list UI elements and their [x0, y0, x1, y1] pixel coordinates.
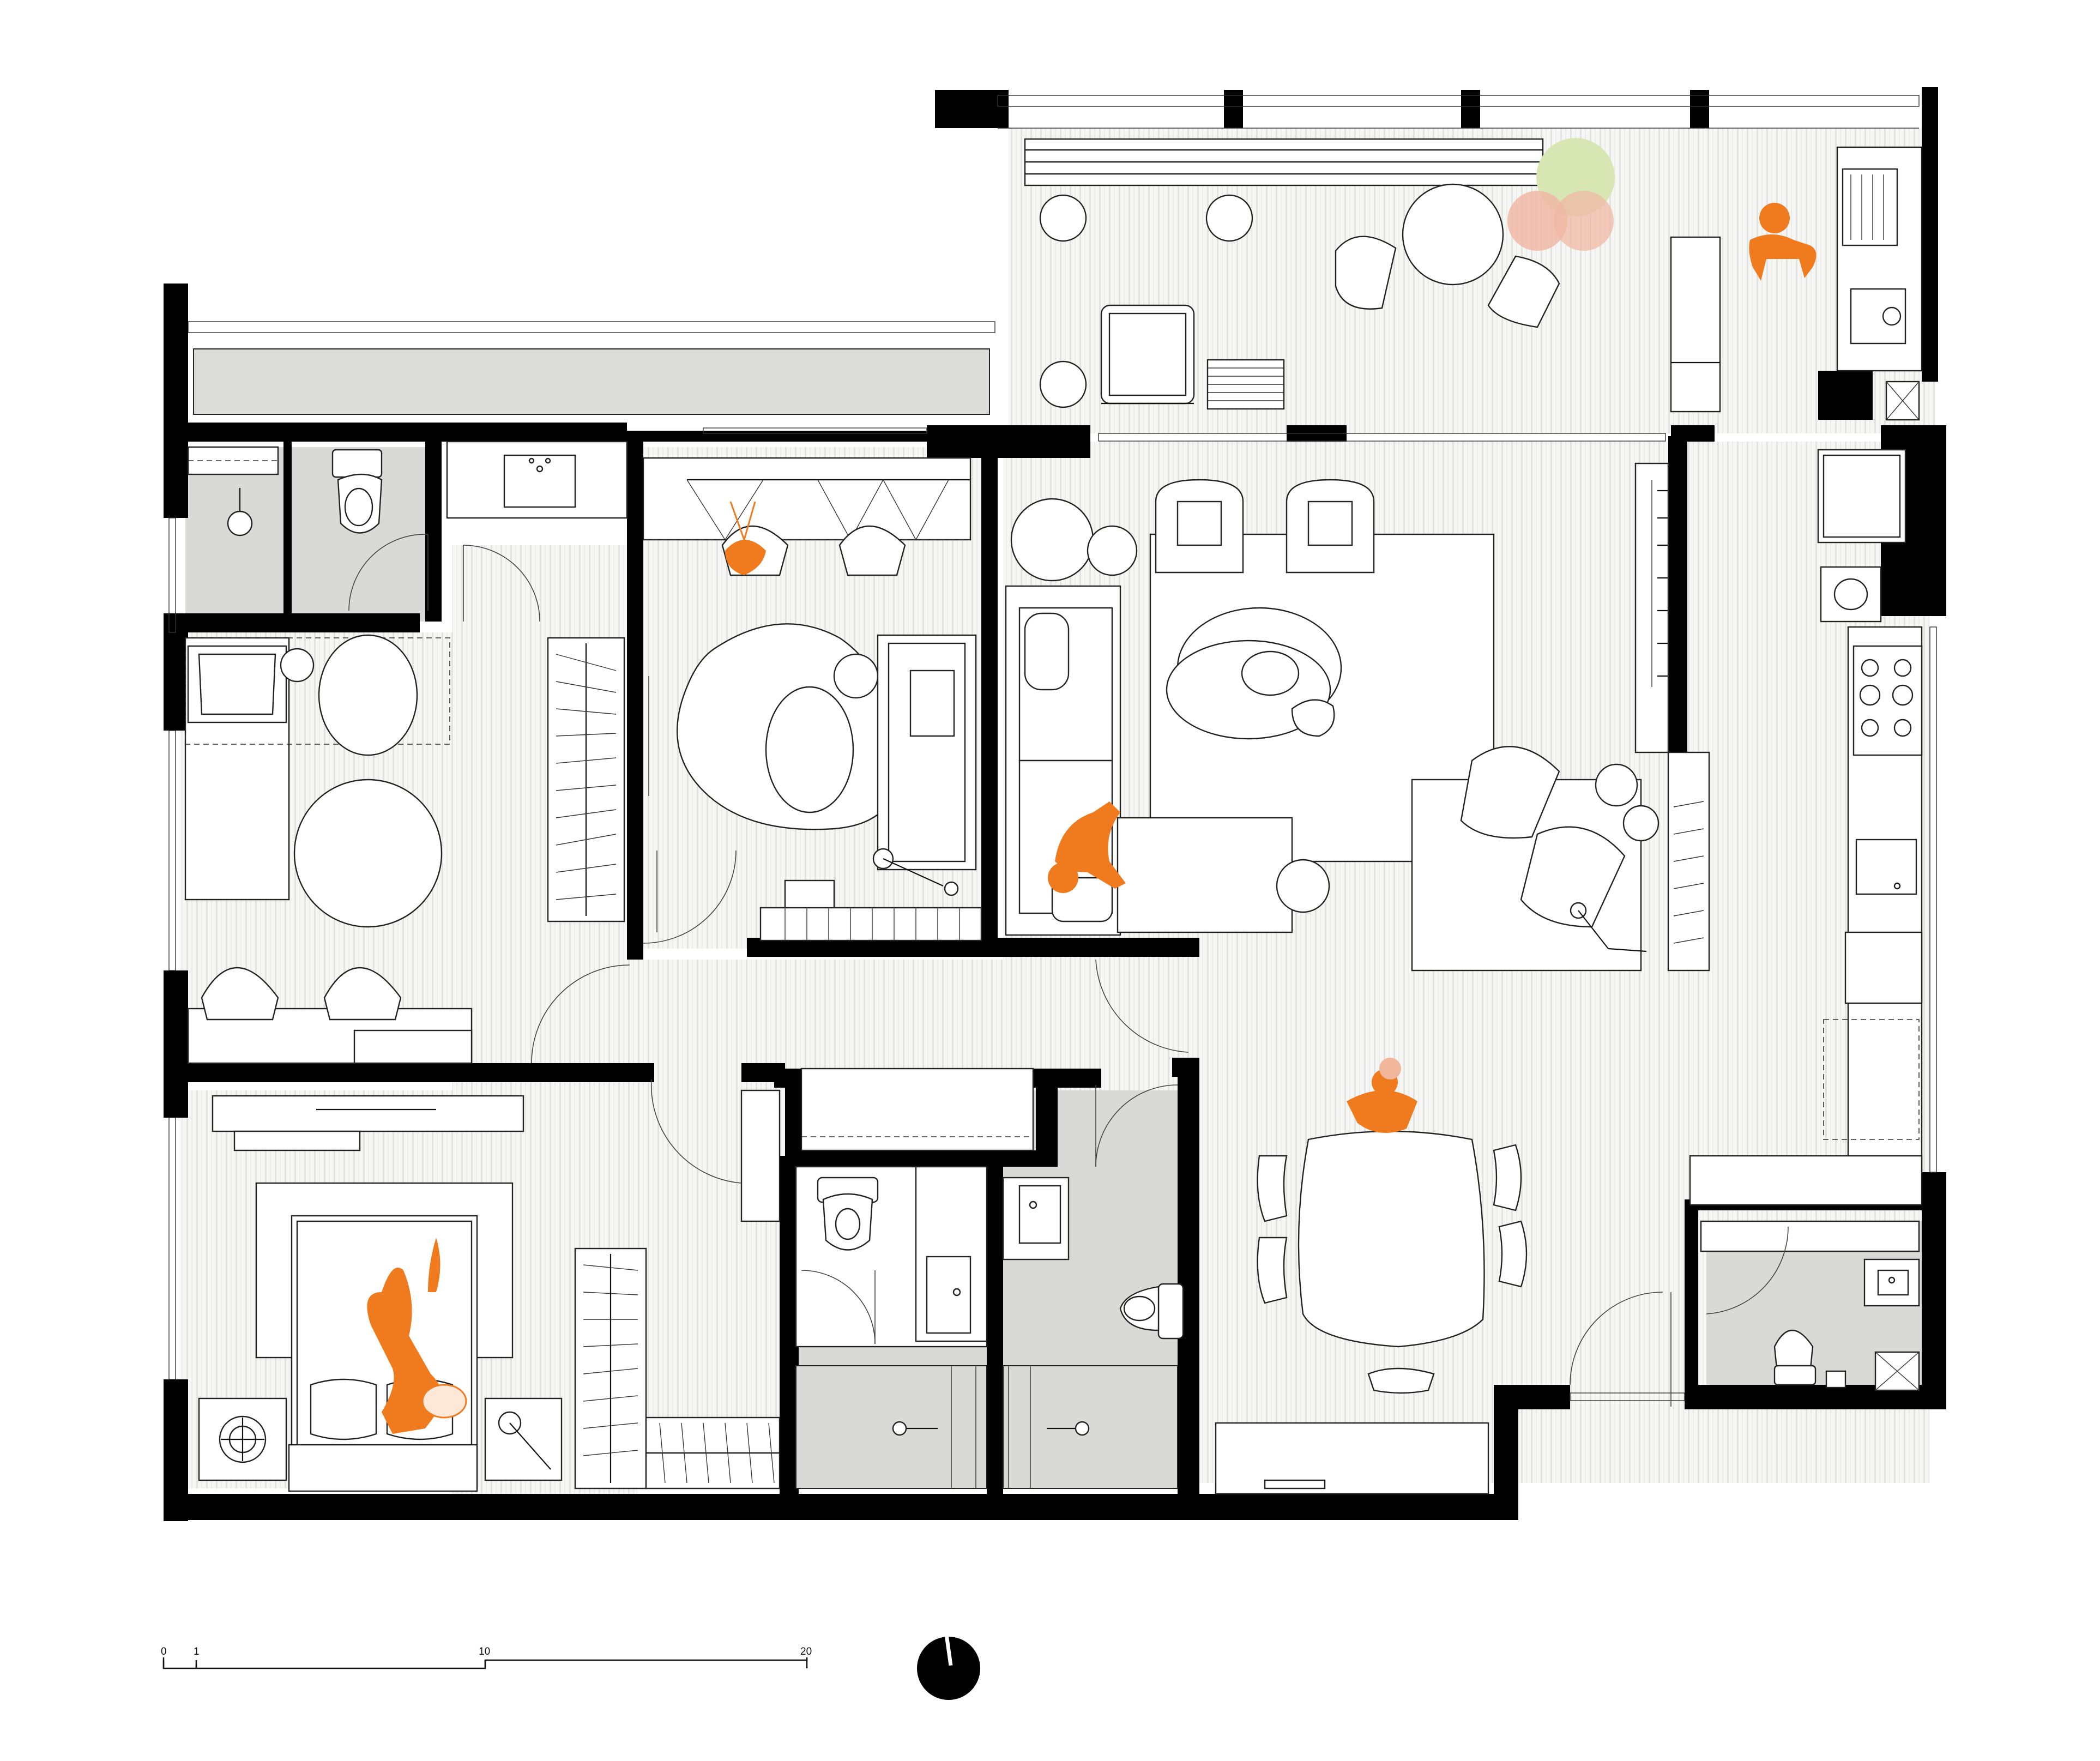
balcony-rail [188, 321, 995, 333]
toilet [1773, 1330, 1817, 1386]
person-figure [1347, 1058, 1417, 1133]
pouf [318, 634, 418, 756]
scale-tick-label: 20 [800, 1646, 812, 1657]
sofa [872, 634, 977, 896]
utility-sink [446, 441, 628, 519]
balcony-planter [193, 348, 990, 415]
closet [574, 1247, 781, 1489]
dining-chair [1493, 1144, 1522, 1211]
person-figure [1749, 203, 1817, 281]
bedroom-1 [184, 634, 630, 1064]
terrace-stool [1205, 194, 1253, 242]
bathrooms [740, 1068, 1184, 1489]
round-rug [293, 779, 443, 928]
lounge-chair [1460, 746, 1660, 952]
armchair [1155, 479, 1244, 574]
living-room [1005, 462, 1710, 1053]
dining-chair [1257, 1155, 1288, 1222]
barbecue-station [1836, 146, 1923, 421]
kitchen-sink [1855, 839, 1917, 895]
cooktop [1852, 645, 1923, 756]
dining-table [1298, 1130, 1485, 1348]
person-figure [725, 501, 766, 575]
double-bed [288, 1215, 478, 1492]
kitchen [1689, 449, 1923, 1206]
linen-cabinet [800, 1068, 1034, 1151]
dining-chair [1498, 1220, 1528, 1288]
terrace [997, 95, 1923, 421]
nightstand-lamp [198, 1397, 287, 1481]
scale-tick-label: 0 [161, 1646, 167, 1657]
master-bedroom [198, 1079, 781, 1492]
terrace-stool [1039, 360, 1087, 408]
toilet [331, 449, 383, 534]
plant-pink [1554, 191, 1614, 251]
terrace-stool [1039, 194, 1087, 242]
wardrobe [547, 637, 625, 922]
media-shelf [1667, 751, 1710, 972]
desk-cabinet [642, 457, 971, 541]
toilet [817, 1177, 879, 1251]
terrace-bench [1024, 138, 1544, 186]
dining-chair [1367, 1367, 1435, 1394]
armchair [1286, 479, 1375, 574]
scale-tick-label: 1 [194, 1646, 200, 1657]
terrace-chair [1487, 255, 1560, 328]
tv-console [212, 1095, 524, 1132]
nightstand [484, 1397, 563, 1481]
scale-bar: 0 1 10 20 [161, 1646, 812, 1669]
bedroom-2 [642, 457, 982, 944]
scale-tick-label: 10 [479, 1646, 490, 1657]
desk [187, 967, 473, 1064]
dining [1215, 1058, 1528, 1495]
utility-counter [1689, 1155, 1923, 1206]
toilet [1119, 1283, 1184, 1340]
north-arrow-icon [917, 1635, 980, 1700]
person-figure [1048, 801, 1126, 893]
plant-pink [1507, 191, 1567, 251]
dining-chair [1257, 1237, 1288, 1304]
sideboard [1215, 1422, 1489, 1495]
storage-bench [759, 879, 982, 942]
powder-room [1570, 1220, 1920, 1407]
bookshelf [1634, 462, 1669, 753]
laundry-area [187, 441, 628, 622]
terrace-grill-grate [1206, 359, 1285, 410]
ottoman [765, 686, 854, 813]
terrace-chair [1335, 236, 1397, 310]
windows [168, 427, 1937, 1401]
terrace-lounge-chair [1100, 304, 1195, 405]
person-figure [367, 1238, 467, 1434]
terrace-round-table [1402, 183, 1504, 286]
terrace-sideboard [1670, 236, 1721, 413]
